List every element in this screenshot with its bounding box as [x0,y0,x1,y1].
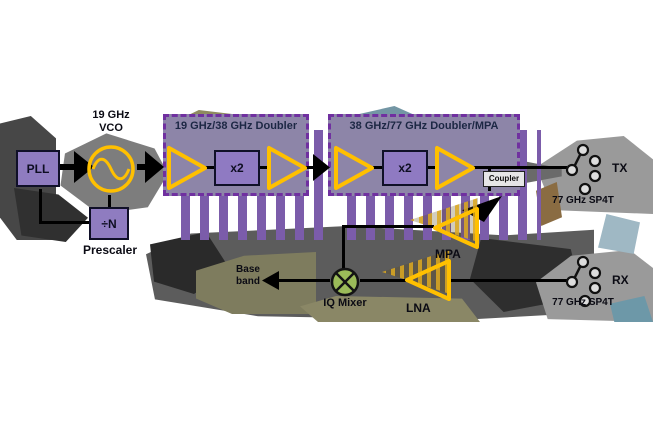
mpa-to-mixer-line [342,225,434,228]
lna-label: LNA [406,301,431,315]
doubler1-x2-block: x2 [214,150,260,186]
mpa-to-mixer-line [342,225,345,269]
vco-oscillator-icon [87,145,135,193]
amplifier-icon [435,146,475,190]
vco-to-doubler-line [137,164,147,170]
coupler-block: Coupler [483,171,525,187]
x2-label: x2 [398,161,412,175]
doubler2-title: 38 GHz/77 GHz Doubler/MPA [349,120,499,132]
baseband-label: Base band [236,264,260,287]
baseband-line [278,279,330,282]
mpa-label: MPA [435,247,461,261]
vco-label: 19 GHz VCO [92,109,130,134]
rx-sp4t-switch-icon [565,255,602,308]
amplifier-icon [267,146,307,190]
connector-line [205,166,215,169]
sine-wave-icon [91,157,131,181]
divider-to-pll-line [39,189,42,224]
tx-output-line [471,166,567,169]
tx-port-label: TX [612,161,628,175]
rx-input-line [450,279,567,282]
lna-to-mixer-line [360,279,406,282]
connector-line [373,166,383,169]
rx-port-label: RX [612,273,629,287]
divide-by-n-block: ÷N [89,207,129,240]
divider-to-pll-line [39,221,89,224]
vco-to-divider-line [108,195,111,207]
mpa-amplifier-icon [433,207,479,249]
amplifier-icon [167,146,207,190]
doubler1-title: 19 GHz/38 GHz Doubler [174,120,298,132]
mixer-label: IQ Mixer [323,297,367,309]
coupler-label: Coupler [488,174,520,183]
tx-switch-label: 77 GHz SP4T [552,195,614,206]
pll-label: PLL [26,161,50,176]
pll-block: PLL [16,150,60,187]
connector-line [258,166,268,169]
prescaler-caption: Prescaler [82,243,138,257]
connector-line [426,166,435,169]
divide-by-n-label: ÷N [101,216,117,231]
tx-sp4t-switch-icon [565,143,602,196]
pll-to-vco-line [60,164,78,170]
doubler2-x2-block: x2 [382,150,428,186]
lna-amplifier-icon [405,259,451,301]
amplifier-icon [334,146,374,190]
rx-switch-label: 77 GHz SP4T [552,297,614,308]
iq-mixer-icon [330,267,360,297]
x2-label: x2 [230,161,244,175]
connector-line [303,166,315,169]
